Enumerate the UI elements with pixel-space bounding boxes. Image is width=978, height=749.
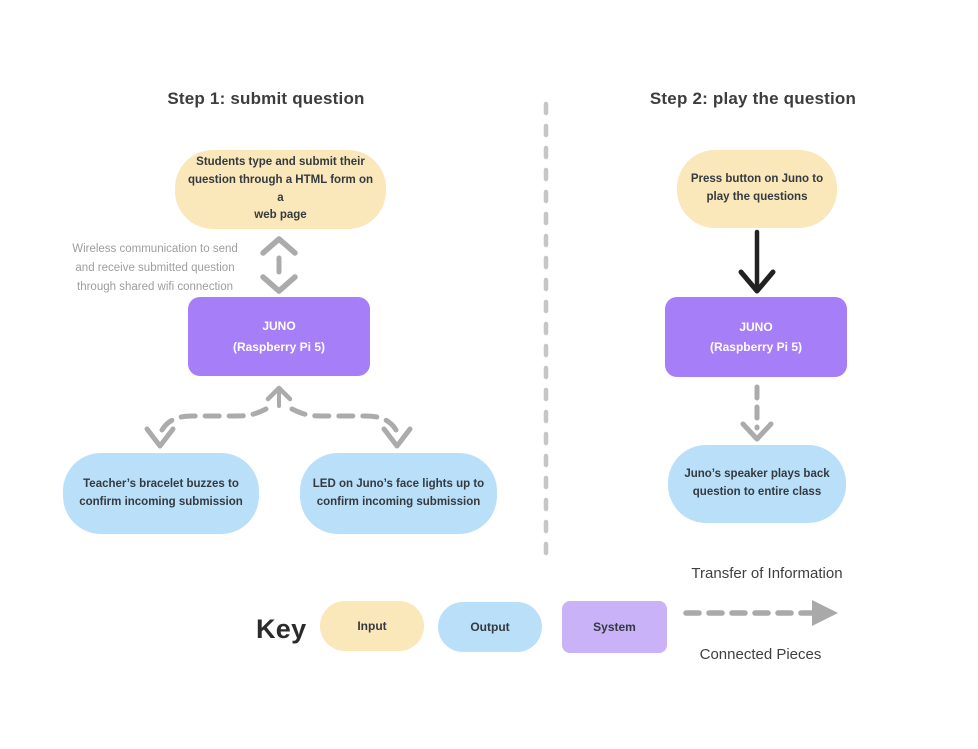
wireless-note-line: through shared wifi connection: [77, 280, 233, 293]
step1-input-text: question through a HTML form on a: [187, 173, 374, 204]
dashed-down-arrow-icon: [740, 384, 774, 442]
connected-pieces-label: Connected Pieces: [699, 646, 822, 663]
step2-input-text: play the questions: [706, 191, 808, 203]
wireless-note-line: and receive submitted question: [75, 261, 235, 274]
step1-input-box: Students type and submit their question …: [175, 150, 386, 229]
key-system-chip: System: [562, 601, 667, 653]
step1-input-text: web page: [254, 209, 307, 222]
step1-output-right-text: LED on Juno’s face lights up to: [312, 477, 485, 490]
step1-output-left-text: Teacher’s bracelet buzzes to: [83, 477, 239, 490]
key-label: Key: [256, 614, 307, 644]
transfer-of-information-label: Transfer of Information: [691, 565, 843, 582]
step1-output-left-text: confirm incoming submission: [79, 495, 243, 508]
bidirectional-dashed-arrow-icon: [260, 236, 298, 294]
wireless-note-line: Wireless communication to send: [72, 243, 238, 255]
step1-output-right-text: confirm incoming submission: [316, 495, 481, 508]
step1-system-box: JUNO (Raspberry Pi 5): [188, 297, 370, 376]
step2-system-box: JUNO (Raspberry Pi 5): [665, 297, 847, 377]
step1-input-text: Students type and submit their: [196, 155, 365, 168]
step1-output-right-box: LED on Juno’s face lights up to confirm …: [300, 453, 497, 534]
step1-output-left-box: Teacher’s bracelet buzzes to confirm inc…: [63, 453, 259, 534]
step2-system-text: JUNO: [739, 319, 773, 334]
step2-output-text: question to entire class: [692, 486, 822, 498]
wireless-note: Wireless communication to send and recei…: [65, 240, 245, 297]
step1-system-text: JUNO: [262, 319, 296, 334]
key-dashed-arrow-icon: [683, 600, 838, 626]
key-input-chip: Input: [320, 601, 424, 651]
step2-system-text: (Raspberry Pi 5): [709, 340, 803, 354]
fork-dashed-arrow-icon: [144, 385, 413, 449]
step2-output-text: Juno’s speaker plays back: [684, 468, 830, 481]
step2-title: Step 2: play the question: [649, 89, 857, 108]
key-output-chip: Output: [438, 602, 542, 652]
black-down-arrow-icon: [738, 229, 776, 294]
step1-system-text: (Raspberry Pi 5): [232, 339, 326, 354]
step2-output-box: Juno’s speaker plays back question to en…: [668, 445, 846, 523]
step1-title: Step 1: submit question: [167, 89, 365, 108]
step2-input-text: Press button on Juno to: [690, 173, 824, 186]
step2-input-box: Press button on Juno to play the questio…: [677, 150, 837, 228]
